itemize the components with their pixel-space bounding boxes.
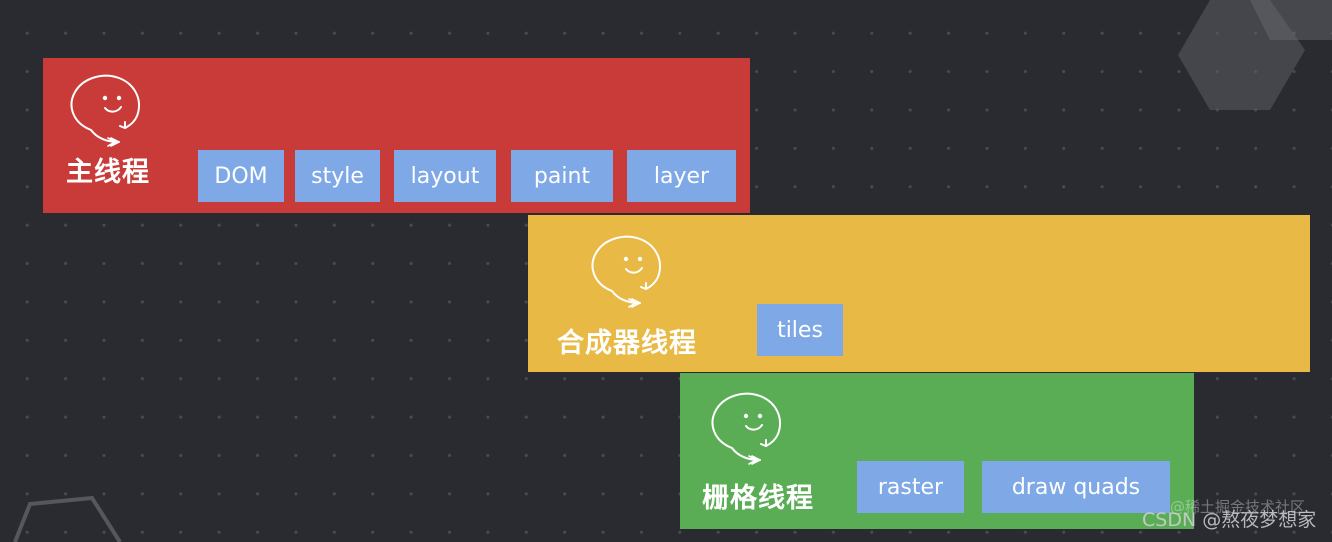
stage-layer: layer bbox=[627, 150, 736, 202]
compositor-thread-label: 合成器线程 bbox=[557, 328, 697, 359]
stage-raster: raster bbox=[857, 461, 964, 513]
watermark-faint: @稀土掘金技术社区 bbox=[1170, 498, 1306, 516]
watermark: CSDN @熬夜梦想家 bbox=[1142, 509, 1317, 531]
hexagon-decoration-bottom bbox=[13, 495, 122, 542]
stage-tiles: tiles bbox=[757, 304, 843, 356]
stage-style: style bbox=[295, 150, 380, 202]
stage-layout: layout bbox=[394, 150, 496, 202]
main-thread-label: 主线程 bbox=[66, 157, 150, 188]
raster-thread-label: 栅格线程 bbox=[702, 483, 814, 514]
compositor-thread-panel: 合成器线程 tiles bbox=[528, 215, 1310, 372]
stage-paint: paint bbox=[511, 150, 613, 202]
stage-dom: DOM bbox=[198, 150, 284, 202]
speech-bubble-face-icon bbox=[591, 235, 661, 308]
speech-bubble-face-icon bbox=[70, 74, 140, 147]
raster-thread-panel: 栅格线程 raster draw quads bbox=[680, 373, 1194, 529]
main-thread-panel: 主线程 DOM style layout paint layer bbox=[43, 58, 750, 213]
speech-bubble-face-icon bbox=[711, 392, 781, 465]
hexagon-decoration-top bbox=[1178, 0, 1332, 110]
stage-draw-quads: draw quads bbox=[982, 461, 1170, 513]
